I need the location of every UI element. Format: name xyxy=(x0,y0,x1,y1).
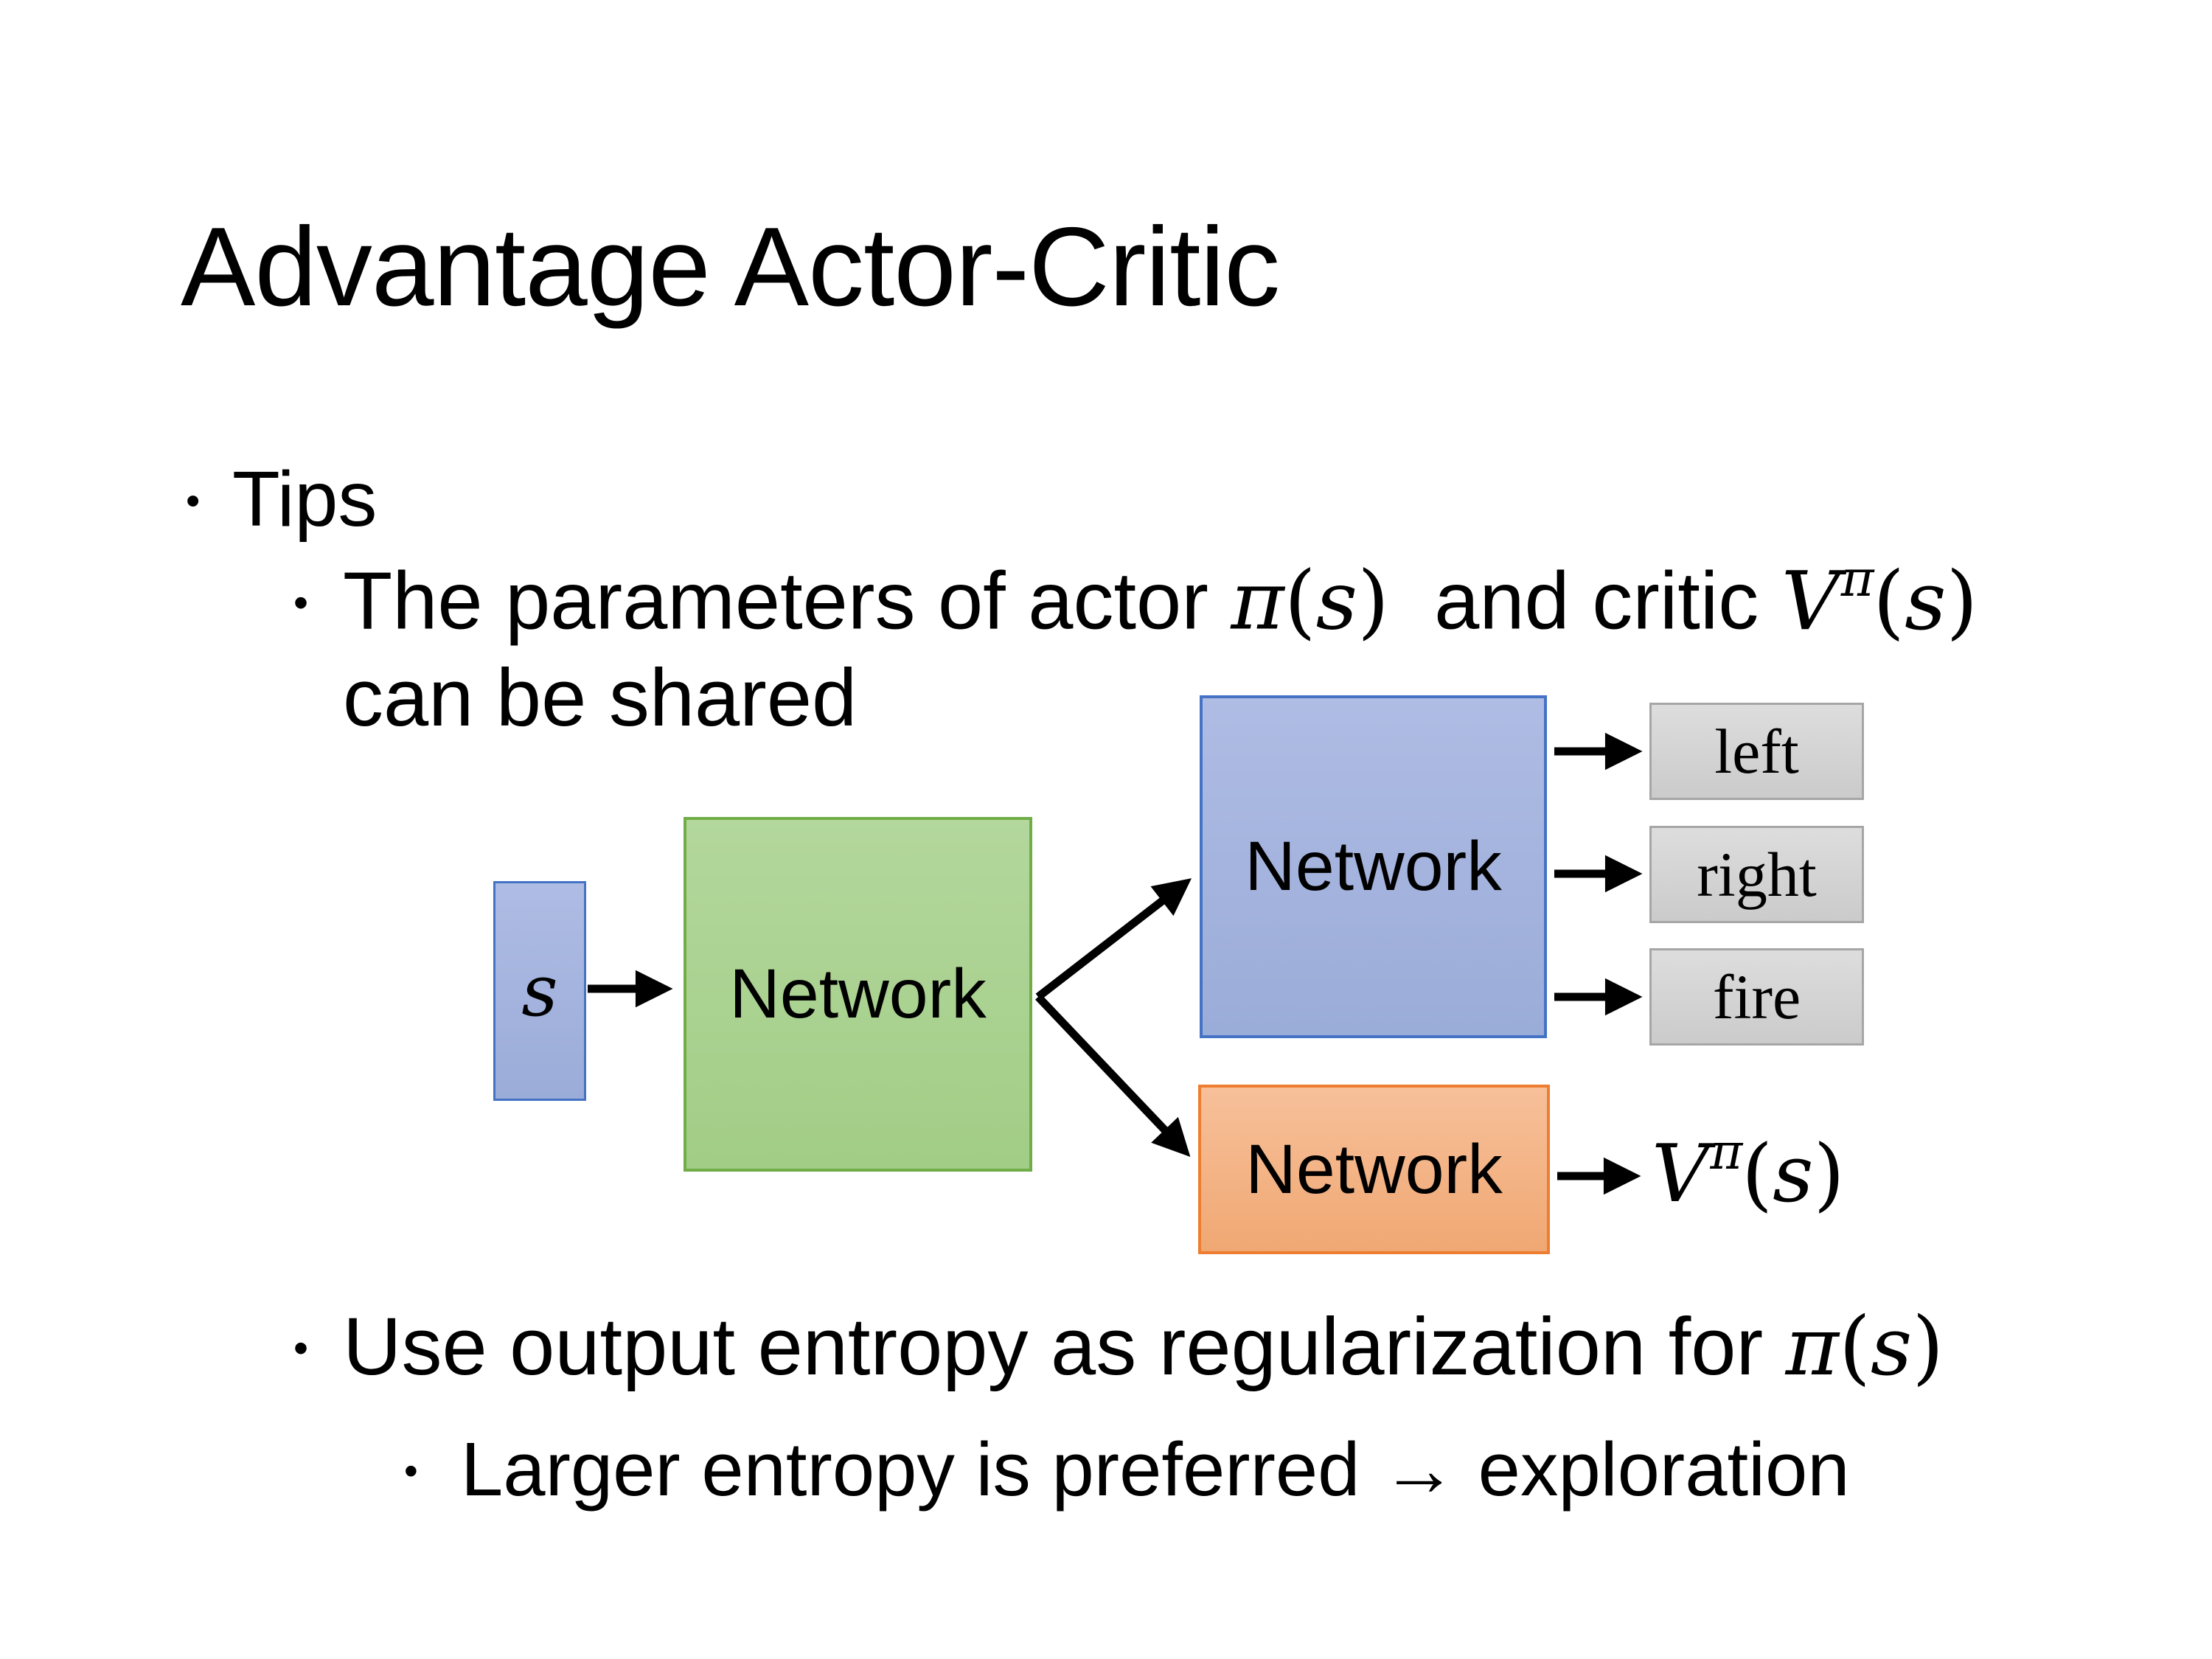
shared-mid-text: and critic xyxy=(1434,555,1759,647)
math-pi-s: π(s) xyxy=(1231,553,1390,648)
shared-network-label: Network xyxy=(729,955,987,1033)
action-label-right: right xyxy=(1697,839,1817,910)
action-box-right: right xyxy=(1649,826,1864,923)
bullet-entropy: •Use output entropy as regularization fo… xyxy=(293,1306,1944,1388)
critic-value-output: Vπ(s) xyxy=(1652,1123,1845,1220)
bullet-dot: • xyxy=(404,1450,418,1494)
bullet-exploration: •Larger entropy is preferred → explorati… xyxy=(404,1431,1850,1507)
bullet-shared-parameters-line2: can be shared xyxy=(343,653,858,743)
critic-network-label: Network xyxy=(1245,1130,1503,1208)
bullet-tips: •Tips xyxy=(186,460,377,538)
state-label: s xyxy=(521,950,558,1032)
action-label-fire: fire xyxy=(1712,961,1801,1032)
slide-title: Advantage Actor-Critic xyxy=(181,204,1280,330)
bullet-dot: • xyxy=(186,477,201,524)
critic-network-box: Network xyxy=(1198,1085,1550,1254)
bullet-tips-label: Tips xyxy=(232,456,378,543)
arrow-shared-to-actor xyxy=(1035,878,1192,1001)
state-box: s xyxy=(493,881,586,1101)
exploration-text: Larger entropy is preferred → exploratio… xyxy=(461,1427,1850,1512)
actor-network-label: Network xyxy=(1245,827,1502,905)
bullet-dot: • xyxy=(293,579,309,627)
shared-network-box: Network xyxy=(684,817,1032,1172)
action-label-left: left xyxy=(1714,716,1799,787)
math-V-pi-s: Vπ(s) xyxy=(1781,550,1978,648)
action-box-fire: fire xyxy=(1649,948,1864,1046)
bullet-dot: • xyxy=(293,1324,309,1372)
bullet-shared-parameters: •The parameters of actor π(s) and critic… xyxy=(293,554,1978,642)
action-box-left: left xyxy=(1649,703,1864,800)
shared-pre-text: The parameters of actor xyxy=(343,555,1208,647)
math-pi-s: π(s) xyxy=(1785,1299,1944,1394)
entropy-pre-text: Use output entropy as regularization for xyxy=(343,1301,1764,1392)
arrow-shared-to-critic xyxy=(1035,994,1191,1157)
actor-network-box: Network xyxy=(1200,695,1547,1038)
